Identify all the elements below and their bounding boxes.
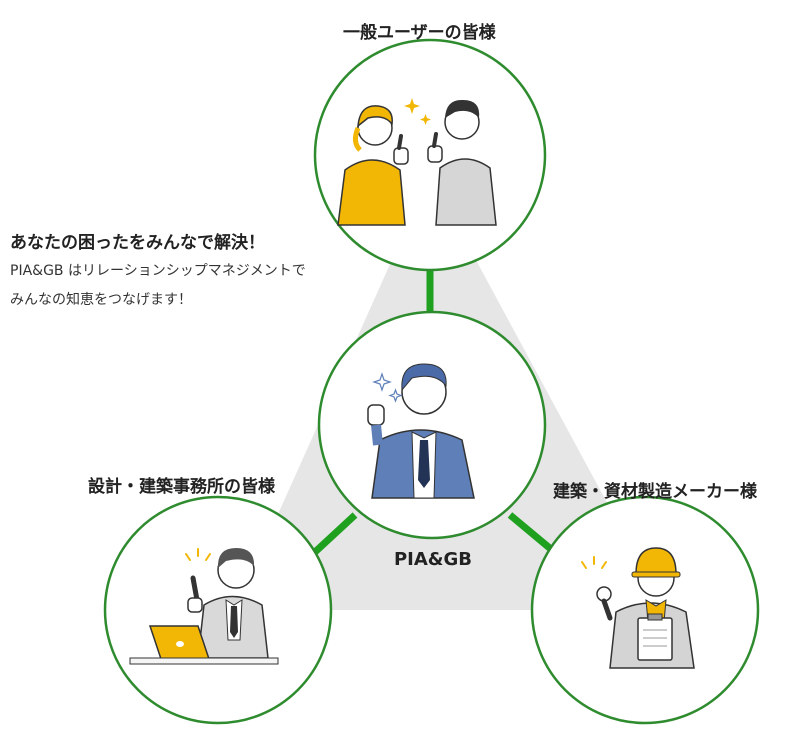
sparkle-icon xyxy=(185,548,211,561)
businessman-icon xyxy=(367,363,475,499)
node-design-offices xyxy=(103,495,333,725)
worker-icon xyxy=(596,547,695,669)
lead-title: あなたの困ったをみんなで解決！ xyxy=(10,233,265,253)
label-pia-gb: PIA&GB xyxy=(393,549,472,570)
laptop-icon xyxy=(129,625,279,665)
woman-icon xyxy=(337,105,409,226)
man-icon xyxy=(427,99,497,226)
sparkle-icon xyxy=(404,98,431,125)
connector-right xyxy=(507,512,555,553)
node-pia-gb xyxy=(317,310,547,540)
node-manufacturers xyxy=(530,495,760,725)
label-general-users: 一般ユーザーの皆様 xyxy=(343,23,496,43)
node-general-users xyxy=(313,38,547,272)
sparkle-icon xyxy=(372,372,403,403)
lead-line-1: PIA&GB はリレーションシップマネジメントで xyxy=(10,263,306,279)
sparkle-icon xyxy=(581,556,607,569)
label-manufacturers: 建築・資材製造メーカー様 xyxy=(553,482,757,502)
office-worker-icon xyxy=(187,548,269,659)
lead-line-2: みんなの知恵をつなげます！ xyxy=(10,292,192,308)
label-design-offices: 設計・建築事務所の皆様 xyxy=(88,477,275,497)
connector-left xyxy=(312,512,358,555)
lead-body: PIA&GB はリレーションシップマネジメントで みんなの知恵をつなげます！ xyxy=(10,257,306,315)
